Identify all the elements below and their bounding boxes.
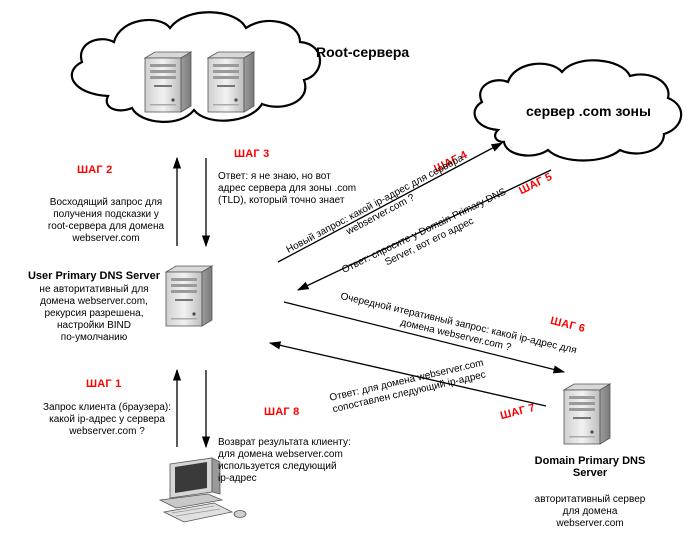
- step-2-description: Восходящий запрос для получения подсказк…: [47, 197, 165, 244]
- domain-dns-server-icon: [563, 383, 611, 445]
- step-1-label: ШАГ 1: [86, 378, 122, 390]
- user-dns-server-title: User Primary DNS Server: [27, 270, 161, 282]
- step-3-description: Ответ: я не знаю, но вот адрес сервера д…: [218, 171, 357, 206]
- root-servers-label: Root-сервера: [316, 44, 410, 60]
- root-server-2-icon: [207, 51, 255, 113]
- root-cloud-icon: [70, 11, 322, 123]
- step-3-label: ШАГ 3: [234, 148, 270, 160]
- domain-dns-server-title: Domain Primary DNS Server: [534, 455, 646, 479]
- client-computer-icon: [158, 457, 247, 523]
- user-dns-server-description: не авторитативный для домена webserver.c…: [39, 284, 149, 343]
- step-8-description: Возврат результата клиенту: для домена w…: [218, 437, 351, 484]
- com-zone-server-label: сервер .com зоны: [526, 103, 651, 119]
- step-8-label: ШАГ 8: [264, 406, 300, 418]
- arrow-step-5: [296, 169, 552, 291]
- domain-dns-server-description: авторитативный сервер для домена webserv…: [534, 494, 646, 529]
- step-2-label: ШАГ 2: [77, 164, 113, 176]
- arrow-step-4: [277, 142, 504, 263]
- root-server-1-icon: [144, 51, 192, 113]
- arrow-step-7: [268, 341, 547, 407]
- step-1-description: Запрос клиента (браузера): какой ip-адре…: [42, 402, 172, 437]
- arrow-step-6: [283, 301, 566, 374]
- com-cloud-icon: [473, 59, 683, 162]
